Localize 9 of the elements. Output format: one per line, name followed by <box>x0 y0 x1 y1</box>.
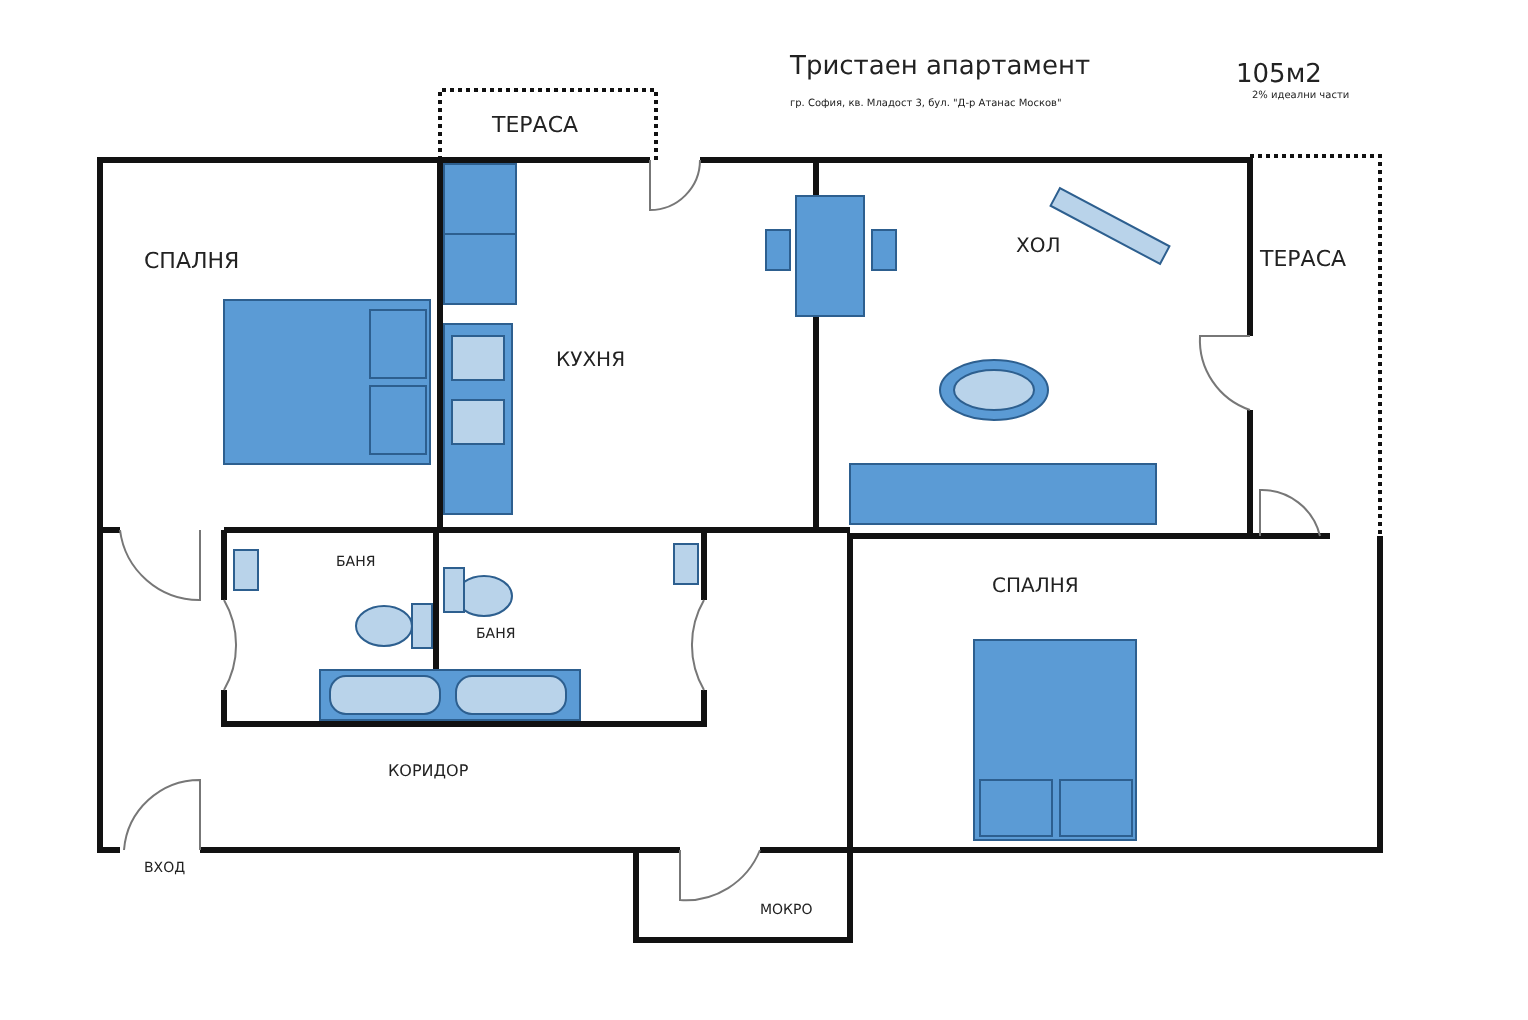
room-label: ХОЛ <box>1016 236 1061 258</box>
plan-title: Тристаен апартамент <box>790 52 1091 82</box>
room-label: КУХНЯ <box>556 350 626 372</box>
room-label: СПАЛНЯ <box>992 576 1079 598</box>
plan-subtitle: 105м2 <box>1236 62 1322 90</box>
room-label: ТЕРАСА <box>492 114 579 139</box>
room-label: СПАЛНЯ <box>144 250 240 275</box>
room-label: ТЕРАСА <box>1260 248 1347 273</box>
room-label: КОРИДОР <box>388 764 469 782</box>
